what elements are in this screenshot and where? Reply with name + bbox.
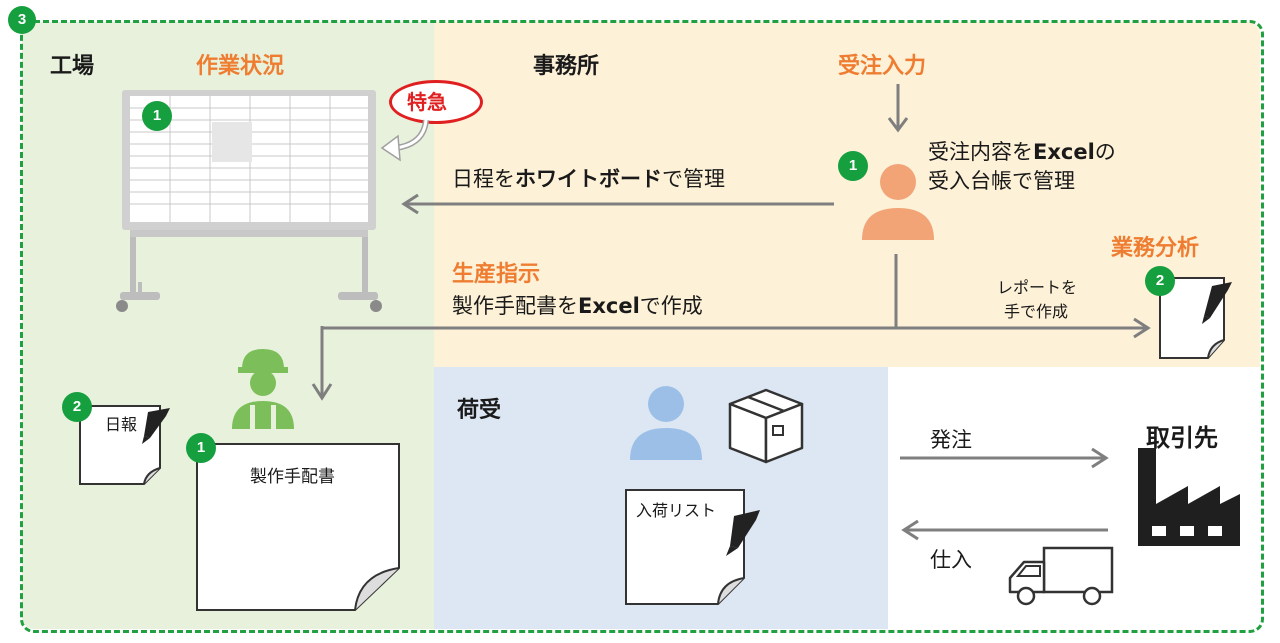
office-region xyxy=(434,22,1260,367)
daily-report-label: 日報 xyxy=(105,415,138,434)
urgent-badge xyxy=(389,80,483,124)
factory-title: 工場 xyxy=(50,54,95,79)
report-text-line1: レポートを xyxy=(997,278,1078,297)
supplier-title: 取引先 xyxy=(1146,424,1218,452)
receiving-title: 荷受 xyxy=(457,398,502,423)
worker-icon xyxy=(232,349,294,429)
work-status-title: 作業状況 xyxy=(196,54,285,79)
report-text-line2: 手で作成 xyxy=(1004,302,1069,321)
whiteboard-badge: 1 xyxy=(142,101,172,131)
arrival-list-icon xyxy=(625,489,760,605)
purchase-label: 仕入 xyxy=(930,548,972,572)
order-arrow xyxy=(900,447,1109,469)
arrival-list-label: 入荷リスト xyxy=(636,501,717,520)
office-person-icon xyxy=(862,164,934,240)
section-badge: 3 xyxy=(8,6,36,34)
daily-report-badge: 2 xyxy=(62,392,92,422)
order-entry-arrow xyxy=(887,84,909,133)
analysis-document-icon xyxy=(1159,277,1232,359)
instruction-text: 製作手配書をExcelで作成 xyxy=(452,294,703,318)
factory-building-icon xyxy=(1138,448,1240,546)
production-sheet-label: 製作手配書 xyxy=(250,467,335,487)
production-sheet-icon xyxy=(196,443,400,611)
order-text-line1: 受注内容をExcelの xyxy=(928,140,1116,164)
order-entry-title: 受注入力 xyxy=(838,54,927,79)
urgent-curved-arrow-icon xyxy=(380,119,429,162)
whiteboard-illustration xyxy=(116,90,382,312)
business-analysis-title: 業務分析 xyxy=(1111,236,1200,261)
flow-connector xyxy=(311,254,1151,401)
delivery-truck-icon xyxy=(1008,546,1114,606)
analysis-badge: 2 xyxy=(1145,266,1175,296)
office-person-badge: 1 xyxy=(838,151,868,181)
order-text-line2: 受入台帳で管理 xyxy=(928,169,1075,193)
production-instruction-title: 生産指示 xyxy=(452,262,541,287)
schedule-arrow xyxy=(401,193,834,215)
urgent-label: 特急 xyxy=(407,90,447,114)
order-label: 発注 xyxy=(930,428,972,452)
office-title: 事務所 xyxy=(533,54,600,79)
daily-report-icon xyxy=(79,405,170,485)
production-sheet-badge: 1 xyxy=(186,433,216,463)
schedule-text: 日程をホワイトボードで管理 xyxy=(452,167,725,191)
receiving-person-icon xyxy=(630,386,702,460)
section-border xyxy=(20,20,1264,633)
package-box-icon xyxy=(728,388,804,464)
purchase-arrow xyxy=(901,519,1108,541)
